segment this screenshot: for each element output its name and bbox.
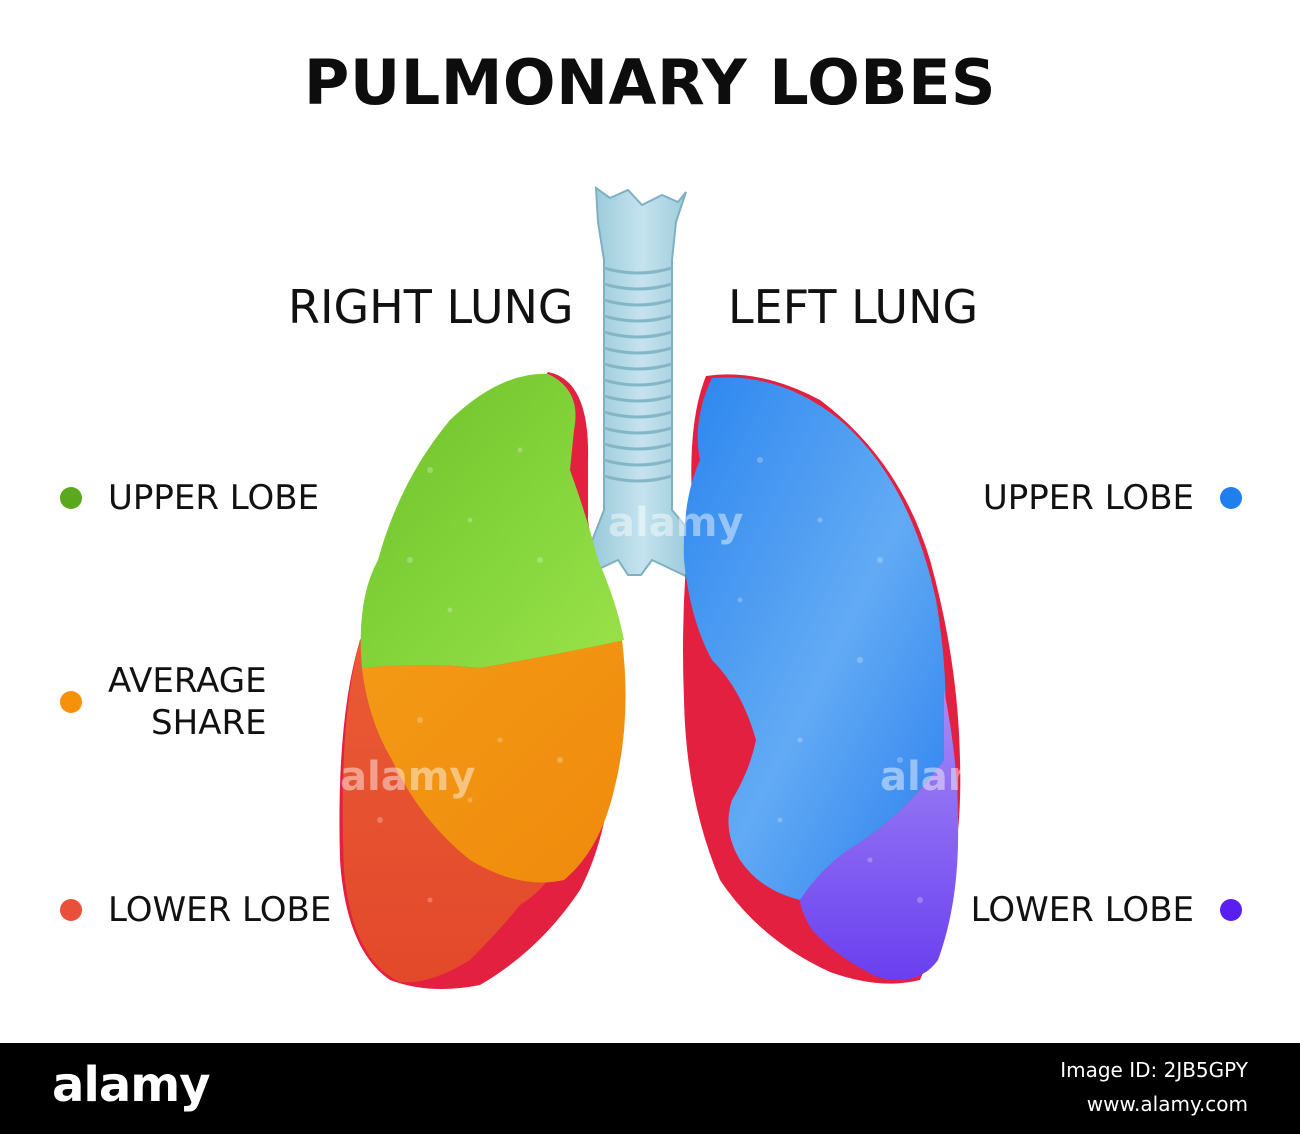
lungs-diagram: alamy alamy alamy: [339, 185, 1015, 989]
legend-label: AVERAGE SHARE: [108, 660, 267, 744]
left-lung: [683, 374, 961, 984]
trachea: [578, 185, 706, 580]
legend-label-line1: AVERAGE: [108, 661, 267, 701]
legend-label: UPPER LOBE: [982, 478, 1194, 518]
watermark-left: alamy: [340, 754, 475, 800]
watermark-right: alamy: [880, 754, 1015, 800]
legend-right-lower: LOWER LOBE: [60, 890, 331, 930]
footer-site: www.alamy.com: [1086, 1092, 1248, 1116]
legend-dot-blue: [1220, 487, 1242, 509]
right-lung: [339, 372, 626, 989]
right-lung-label: RIGHT LUNG: [288, 280, 574, 334]
legend-label: LOWER LOBE: [108, 890, 332, 930]
footer-image-id: Image ID: 2JB5GPY: [1060, 1058, 1248, 1082]
watermark-center: alamy: [608, 500, 743, 546]
right-upper-lobe: [360, 373, 624, 668]
left-upper-lobe: [683, 377, 946, 900]
legend-dot-red: [60, 899, 82, 921]
trachea-rings: [603, 266, 673, 483]
legend-left-lower: LOWER LOBE: [971, 890, 1242, 930]
footer-image-info: Image ID: 2JB5GPY www.alamy.com: [1060, 1053, 1248, 1121]
legend-left-upper: UPPER LOBE: [983, 478, 1242, 518]
legend-label-line2: SHARE: [151, 703, 267, 743]
legend-dot-purple: [1220, 899, 1242, 921]
right-middle-lobe: [362, 640, 626, 883]
lung-texture: [377, 447, 923, 903]
left-lower-lobe: [800, 690, 959, 980]
footer-logo: alamy: [52, 1057, 211, 1113]
legend-dot-green: [60, 487, 82, 509]
legend-right-upper: UPPER LOBE: [60, 478, 319, 518]
page-title: PULMONARY LOBES: [303, 46, 997, 119]
left-lung-label: LEFT LUNG: [728, 280, 979, 334]
footer-bar: alamy Image ID: 2JB5GPY www.alamy.com: [0, 1043, 1300, 1134]
watermarks: alamy alamy alamy: [340, 500, 1015, 800]
legend-label: LOWER LOBE: [970, 890, 1194, 930]
legend-label: UPPER LOBE: [108, 478, 320, 518]
legend-right-middle: AVERAGE SHARE: [60, 660, 267, 744]
legend-dot-orange: [60, 691, 82, 713]
